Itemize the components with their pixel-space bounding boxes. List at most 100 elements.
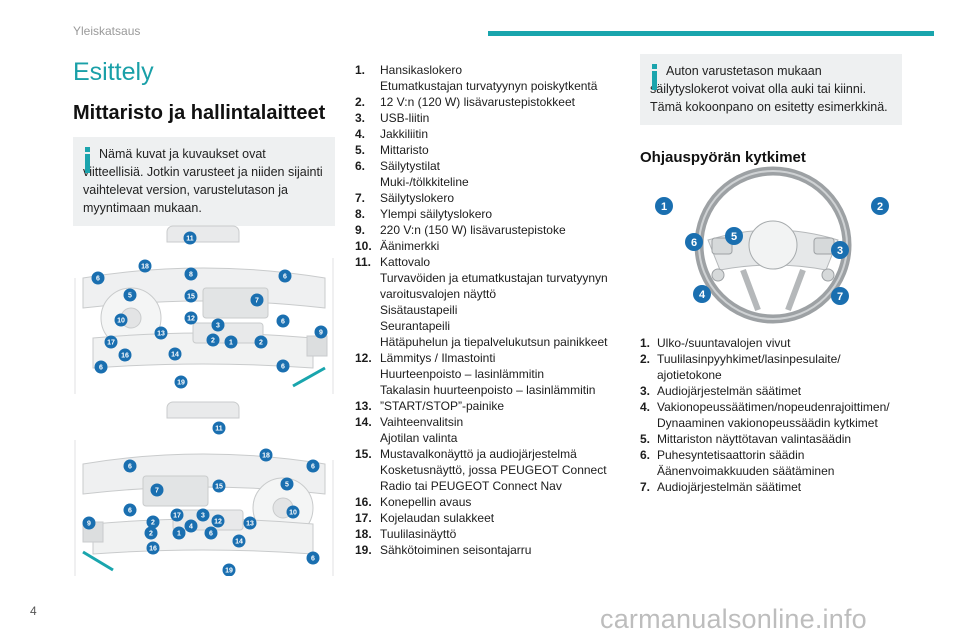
page-title: Esittely: [73, 58, 154, 86]
callout-label: 4: [189, 524, 193, 531]
list-item: 7. Audiojärjestelmän säätimet: [640, 479, 902, 495]
item-text: Säilytyslokero: [380, 191, 455, 205]
column-left: Esittely Mittaristo ja hallintalaitteet …: [73, 52, 335, 226]
callout-label: 19: [177, 380, 185, 387]
item-number: 18.: [355, 527, 372, 541]
callout-marker: [94, 360, 108, 374]
callout-marker: [250, 293, 264, 307]
callout-label: 4: [699, 289, 706, 301]
callout-marker: [725, 227, 743, 245]
callout-label: 5: [128, 293, 132, 300]
item-text: Sisätaustapeili: [380, 303, 458, 317]
item-text: Mittariston näyttötavan valintasäädin: [657, 432, 852, 446]
callout-label: 6: [128, 508, 132, 515]
list-item: 2.12 V:n (120 W) lisävarustepistokkeet: [355, 94, 620, 110]
item-text: Vaihteenvalitsin: [380, 415, 464, 429]
callout-marker: [278, 269, 292, 283]
callout-marker: [146, 515, 160, 529]
callout-marker: [224, 335, 238, 349]
callout-label: 10: [117, 318, 125, 325]
callout-marker: [655, 197, 673, 215]
callout-label: 6: [281, 364, 285, 371]
callout-marker: [259, 448, 273, 462]
callout-marker: [222, 563, 236, 576]
callout-label: 6: [209, 531, 213, 538]
wheel-heading: Ohjauspyörän kytkimet: [640, 149, 806, 166]
item-number: 1.: [355, 63, 366, 77]
section-header: Yleiskatsaus: [73, 24, 141, 38]
callout-label: 18: [262, 453, 270, 460]
item-number: 4.: [640, 400, 651, 414]
list-item: 5.Mittaristo: [355, 142, 620, 158]
info-note-rest: viitteellisiä. Jotkin varusteet ja niide…: [83, 165, 323, 215]
callout-marker: [123, 459, 137, 473]
callout-label: 6: [96, 276, 100, 283]
item-number: 17.: [355, 511, 372, 525]
callout-label: 12: [214, 519, 222, 526]
item-text: Takalasin huurteenpoisto – lasinlämmitin: [380, 383, 596, 397]
item-number: 7.: [355, 191, 366, 205]
callout-marker: [172, 526, 186, 540]
callout-marker: [871, 197, 889, 215]
item-number: 14.: [355, 415, 372, 429]
item-text: Audiojärjestelmän säätimet: [657, 480, 802, 494]
info-icon: [85, 147, 90, 173]
list-item: 2.Tuulilasinpyyhkimet/lasinpesulaite/ajo…: [640, 351, 902, 383]
callout-marker: [243, 516, 257, 530]
callout-label: 5: [285, 482, 289, 489]
callout-marker: [314, 325, 328, 339]
item-number: 3.: [355, 111, 366, 125]
callout-label: 3: [201, 513, 205, 520]
item-text: Seurantapeili: [380, 319, 451, 333]
callout-marker: [306, 551, 320, 565]
callout-marker: [144, 526, 158, 540]
item-number: 15.: [355, 447, 372, 461]
callout-label: 18: [141, 264, 149, 271]
item-number: 5.: [640, 432, 651, 446]
callout-label: 11: [186, 236, 194, 243]
item-text: Dynaaminen vakionopeussäädin kytkimet: [657, 416, 878, 430]
info-note-2-rest: säilytyslokerot voivat olla auki tai kii…: [650, 82, 888, 114]
item-text: Hätäpuhelun ja tiepalvelukutsun painikke…: [380, 335, 608, 349]
callout-marker: [138, 259, 152, 273]
list-item: 8.Ylempi säilytyslokero: [355, 206, 620, 222]
item-text: Tuulilasinpyyhkimet/lasinpesulaite/: [657, 352, 841, 366]
section-title: Mittaristo ja hallintalaitteet: [73, 102, 326, 124]
callout-marker: [174, 375, 188, 389]
item-text: Ylempi säilytyslokero: [380, 207, 493, 221]
callout-label: 2: [211, 338, 215, 345]
page-number: 4: [30, 604, 37, 618]
list-item: 3.USB-liitin: [355, 110, 620, 126]
list-item: 18. Tuulilasinäyttö: [355, 526, 620, 542]
item-text: Turvavöiden ja etumatkustajan turvatyyny…: [380, 271, 608, 301]
callout-label: 13: [246, 521, 254, 528]
item-text: Lämmitys / Ilmastointi: [380, 351, 496, 365]
list-item: 17.Kojelaudan sulakkeet: [355, 510, 620, 526]
callout-marker: [211, 514, 225, 528]
callout-marker: [276, 314, 290, 328]
info-note-2: Auton varustetason mukaan säilytyslokero…: [640, 54, 902, 125]
callout-marker: [154, 326, 168, 340]
callout-marker: [118, 348, 132, 362]
callout-label: 16: [121, 353, 129, 360]
list-item: 7. Säilytyslokero: [355, 190, 620, 206]
callout-marker: [206, 333, 220, 347]
callout-label: 6: [311, 556, 315, 563]
info-note-2-first: Auton varustetason mukaan: [666, 64, 822, 78]
info-note-first: Nämä kuvat ja kuvaukset ovat: [99, 147, 266, 161]
callout-marker: [280, 477, 294, 491]
item-number: 2.: [355, 95, 366, 109]
callout-label: 6: [691, 237, 697, 249]
callout-label: 6: [128, 464, 132, 471]
column-right: Auton varustetason mukaan säilytyslokero…: [640, 54, 902, 166]
item-number: 7.: [640, 480, 651, 494]
callout-marker: [211, 318, 225, 332]
item-text: Tuulilasinäyttö: [380, 527, 457, 541]
item-text: Jakkiliitin: [380, 127, 429, 141]
callout-marker: [184, 289, 198, 303]
callout-marker: [693, 285, 711, 303]
callout-label: 6: [99, 365, 103, 372]
